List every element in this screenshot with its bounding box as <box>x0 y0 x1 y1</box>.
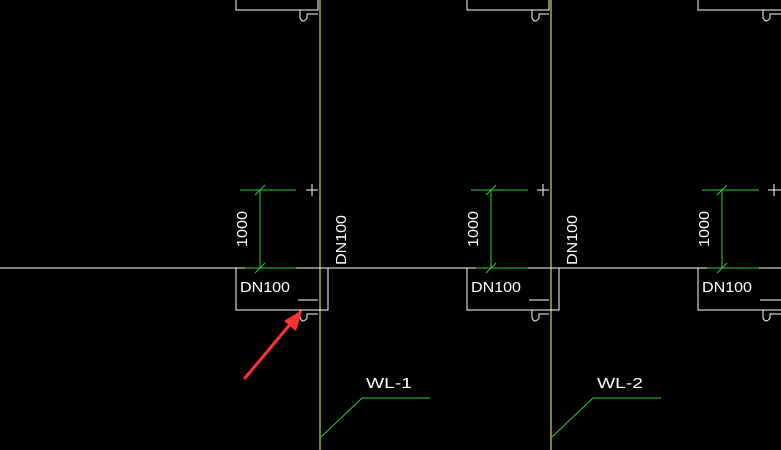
fixture-group-3[interactable]: 1000 DN100 <box>696 0 781 322</box>
dim-height-label: 1000 <box>234 211 251 247</box>
fixture-size-label: DN100 <box>702 279 752 296</box>
top-fixture-outline <box>697 0 781 11</box>
trap-symbol <box>762 10 781 22</box>
fixture-group-2[interactable]: 1000 DN100 DN100 WL-2 <box>465 0 661 450</box>
cleanout-symbol <box>306 184 318 196</box>
fixture-group-1[interactable]: 1000 DN100 DN100 WL-1 <box>234 0 430 450</box>
dim-tick <box>485 262 497 274</box>
riser-size-label: DN100 <box>333 215 350 265</box>
fixture-size-label: DN100 <box>471 279 521 296</box>
trap-symbol <box>762 310 781 322</box>
fixture-box[interactable] <box>466 268 560 311</box>
fixture-box[interactable] <box>235 268 329 311</box>
top-fixture-outline <box>466 0 550 11</box>
dim-tick <box>485 184 497 196</box>
trap-symbol <box>299 10 318 22</box>
dim-height-label: 1000 <box>696 211 713 247</box>
riser-tag-leader <box>320 397 430 438</box>
dim-tick <box>254 184 266 196</box>
riser-tag-leader <box>551 397 661 438</box>
fixture-box[interactable] <box>697 268 781 311</box>
dim-tick <box>716 262 728 274</box>
fixture-size-label: DN100 <box>240 279 290 296</box>
riser-size-label: DN100 <box>564 215 581 265</box>
riser-tag-label: WL-1 <box>366 375 412 392</box>
trap-symbol <box>531 10 549 22</box>
trap-symbol <box>531 310 549 322</box>
dim-tick <box>716 184 728 196</box>
cleanout-symbol <box>768 184 781 196</box>
top-fixture-outline <box>235 0 319 11</box>
annotation-arrow <box>243 310 302 380</box>
dim-tick <box>254 262 266 274</box>
dim-height-label: 1000 <box>465 211 482 247</box>
trap-symbol <box>299 310 318 322</box>
riser-tag-label: WL-2 <box>597 375 643 392</box>
cleanout-symbol <box>537 184 549 196</box>
